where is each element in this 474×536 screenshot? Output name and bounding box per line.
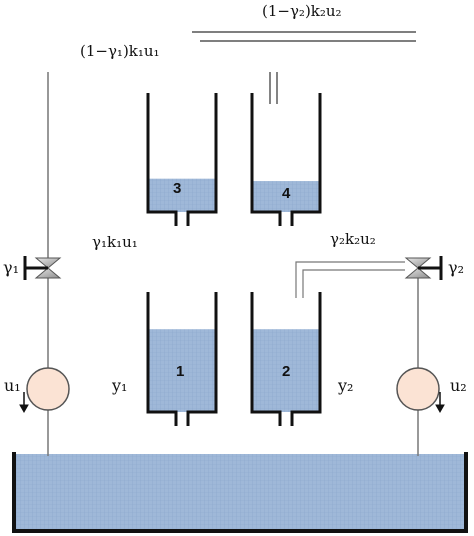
tank4-inlet-pipe [269,72,278,104]
gamma2-label: γ₂ [448,258,464,277]
tank-2-wall [250,292,322,426]
top-crossover-pipe [192,31,416,42]
right-branch-pipe [295,261,405,298]
tank-1 [146,292,218,426]
u1-label: u₁ [4,376,21,395]
tank-2-number: 2 [282,363,291,380]
y1-label: y₁ [112,376,128,395]
right-flow-arrow [435,392,445,414]
tank-1-water [148,329,216,412]
gamma1-label: γ₁ [3,258,19,277]
tank-1-number: 1 [176,363,185,380]
tank-4 [250,93,322,226]
left-valve[interactable] [23,256,62,280]
left-pump[interactable] [26,367,70,411]
tank-2 [250,292,322,426]
right-pump[interactable] [396,367,440,411]
tank-4-wall [250,93,322,226]
u2-label: u₂ [450,376,467,395]
left-top-flow-label: (1−γ₁)k₁u₁ [80,42,160,60]
right-valve[interactable] [404,256,443,280]
tank-3-number: 3 [173,180,182,197]
tank-3-water [148,178,216,212]
tanks-layer [146,93,322,426]
tank-4-number: 4 [282,185,291,202]
top-flow-label: (1−γ₂)k₂u₂ [262,2,342,20]
tank-1-wall [146,292,218,426]
tank-2-water [252,329,320,412]
reservoir-basin [12,452,468,533]
left-flow-arrow [19,392,29,414]
tank-3-wall [146,93,218,226]
y2-label: y₂ [338,376,354,395]
mid-left-flow-label: γ₁k₁u₁ [92,233,138,251]
tank-3 [146,93,218,226]
mid-right-flow-label: γ₂k₂u₂ [330,230,376,248]
tank-4-water [252,181,320,212]
